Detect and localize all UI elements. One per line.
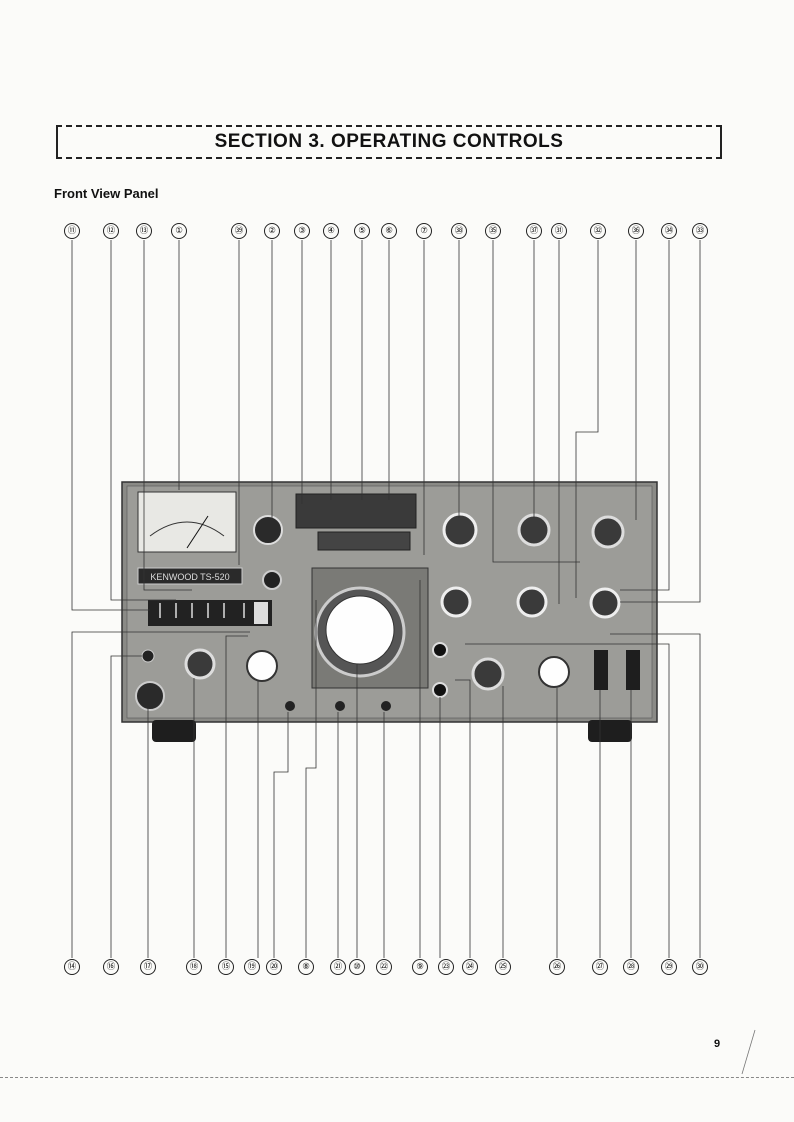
bottom-rule (0, 1077, 794, 1078)
callout-4: ④ (323, 223, 339, 239)
vfo-tuning-knob (325, 595, 395, 665)
callout-13: ⑬ (136, 223, 152, 239)
knob-29 (440, 586, 472, 618)
switch-27 (594, 650, 608, 690)
foot-left (152, 720, 196, 742)
callout-29: ㉙ (661, 959, 677, 975)
callout-10: ⑩ (349, 959, 365, 975)
callout-8: ⑧ (298, 959, 314, 975)
callout-11: ⑪ (64, 223, 80, 239)
band-knob (471, 657, 505, 691)
callout-6: ⑥ (381, 223, 397, 239)
callout-33: ㉝ (692, 223, 708, 239)
callout-2: ② (264, 223, 280, 239)
callout-16: ⑯ (103, 959, 119, 975)
page-number: 9 (714, 1038, 721, 1050)
callout-35: ㉟ (485, 223, 501, 239)
callout-7: ⑦ (416, 223, 432, 239)
callout-36: ㊱ (628, 223, 644, 239)
callout-30: ㉚ (692, 959, 708, 975)
callout-24: ㉔ (462, 959, 478, 975)
callout-26: ㉖ (549, 959, 565, 975)
section-title: SECTION 3. OPERATING CONTROLS (214, 131, 564, 152)
callout-23: ㉓ (438, 959, 454, 975)
section-header: SECTION 3. OPERATING CONTROLS (56, 125, 722, 159)
callout-9: ⑨ (412, 959, 428, 975)
callout-38: ㊳ (451, 223, 467, 239)
switch-28 (626, 650, 640, 690)
callout-39: ㊴ (231, 223, 247, 239)
callout-14: ⑭ (64, 959, 80, 975)
callout-15: ⑮ (218, 959, 234, 975)
callout-3: ③ (294, 223, 310, 239)
function-knob (538, 656, 570, 688)
knob-37 (517, 513, 551, 547)
callout-32: ㉜ (590, 223, 606, 239)
knob-32 (516, 586, 548, 618)
callout-19: ⑲ (244, 959, 260, 975)
callout-18: ⑱ (186, 959, 202, 975)
meter-switch-knob (253, 515, 283, 545)
foot-right (588, 720, 632, 742)
brand-label: KENWOOD TS-520 (150, 572, 229, 582)
callout-17: ⑰ (140, 959, 156, 975)
callout-22: ㉒ (376, 959, 392, 975)
figure-subtitle: Front View Panel (54, 186, 159, 201)
callout-21: ㉑ (330, 959, 346, 975)
callout-31: ㉛ (551, 223, 567, 239)
mic-jack (135, 681, 165, 711)
display-window (295, 493, 417, 529)
brand-plate (137, 567, 243, 585)
knob-33 (589, 587, 621, 619)
callout-37: ㊲ (526, 223, 542, 239)
knob-36 (591, 515, 625, 549)
callout-20: ⑳ (266, 959, 282, 975)
callout-25: ㉕ (495, 959, 511, 975)
callout-5: ⑤ (354, 223, 370, 239)
callout-28: ㉘ (623, 959, 639, 975)
callout-12: ⑫ (103, 223, 119, 239)
callout-1: ① (171, 223, 187, 239)
callout-27: ㉗ (592, 959, 608, 975)
callout-34: ㉞ (661, 223, 677, 239)
knob-38 (442, 512, 478, 548)
switch-bank (148, 600, 272, 626)
